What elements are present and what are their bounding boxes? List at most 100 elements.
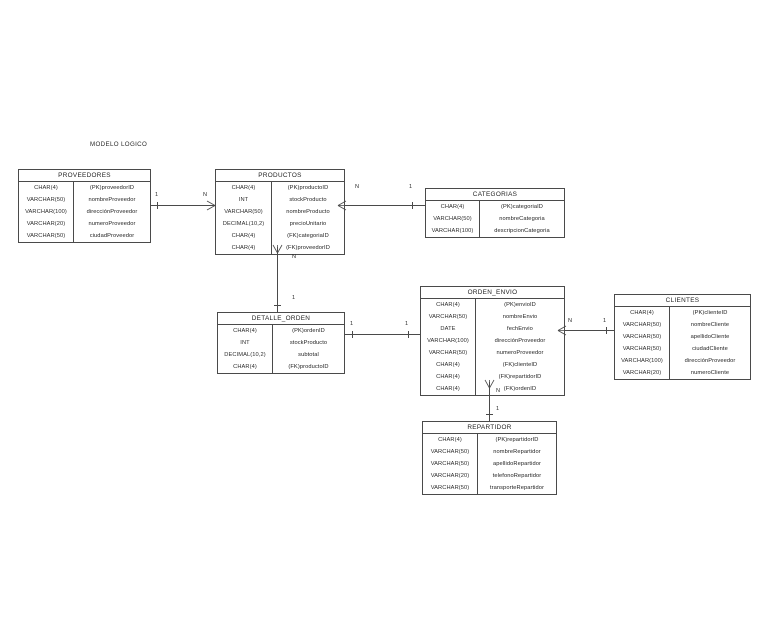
field-name: (PK)repartidorID <box>495 437 539 443</box>
field-name: (PK)envioID <box>504 302 536 308</box>
field-type: VARCHAR(50) <box>428 314 468 320</box>
field-name: apellidoRepartidor <box>493 461 541 467</box>
field-name: telefonoRepartidor <box>492 473 542 479</box>
column-types-clientes: CHAR(4) VARCHAR(50) VARCHAR(50) VARCHAR(… <box>615 307 670 379</box>
cardinality-label: N <box>292 254 297 260</box>
cardinality-label: 1 <box>409 184 413 190</box>
connector-detalle-orden-envio <box>345 334 420 335</box>
connector-productos-detalle-orden <box>277 247 278 312</box>
cardinality-label: 1 <box>603 318 607 324</box>
crowfoot-many-productos-det <box>272 244 283 254</box>
cardinality-tick-one <box>486 414 493 415</box>
entity-orden-envio[interactable]: ORDEN_ENVIO CHAR(4) VARCHAR(50) DATE VAR… <box>420 286 565 396</box>
field-name: (PK)productoID <box>287 185 329 191</box>
column-fields-orden-envio: (PK)envioID nombreEnvio fechEnvio direcc… <box>476 299 564 395</box>
entity-detalle-orden[interactable]: DETALLE_ORDEN CHAR(4) INT DECIMAL(10,2) … <box>217 312 345 374</box>
entity-body-repartidor: CHAR(4) VARCHAR(50) VARCHAR(50) VARCHAR(… <box>423 434 556 494</box>
field-name: nombreProducto <box>286 209 330 215</box>
cardinality-label: N <box>355 184 360 190</box>
entity-repartidor[interactable]: REPARTIDOR CHAR(4) VARCHAR(50) VARCHAR(5… <box>422 421 557 495</box>
connector-orden-envio-repartidor <box>489 382 490 421</box>
cardinality-tick-one <box>408 331 409 338</box>
field-name: (PK)proveedorID <box>89 185 135 191</box>
cardinality-tick-one <box>274 305 281 306</box>
cardinality-label: N <box>496 388 501 394</box>
field-type: CHAR(4) <box>630 310 654 316</box>
field-type: VARCHAR(50) <box>622 334 662 340</box>
entity-title-proveedores: PROVEEDORES <box>19 170 150 182</box>
field-name: (PK)clienteID <box>692 310 728 316</box>
field-type: VARCHAR(100) <box>621 358 663 364</box>
cardinality-label: 1 <box>292 295 296 301</box>
entity-body-orden-envio: CHAR(4) VARCHAR(50) DATE VARCHAR(100) VA… <box>421 299 564 395</box>
field-name: (FK)repartidorID <box>498 374 542 380</box>
field-name: nombreCliente <box>690 322 730 328</box>
crowfoot-many-orden-repartidor <box>484 379 495 389</box>
connector-proveedores-productos <box>151 205 215 206</box>
column-fields-proveedores: (PK)proveedorID nombreProveedor direcció… <box>74 182 150 242</box>
column-types-categorias: CHAR(4) VARCHAR(50) VARCHAR(100) <box>426 201 480 237</box>
entity-body-productos: CHAR(4) INT VARCHAR(50) DECIMAL(10,2) CH… <box>216 182 344 254</box>
field-type: DATE <box>440 326 456 332</box>
cardinality-label: 1 <box>155 192 159 198</box>
field-type: VARCHAR(50) <box>26 197 66 203</box>
entity-body-clientes: CHAR(4) VARCHAR(50) VARCHAR(50) VARCHAR(… <box>615 307 750 379</box>
entity-title-categorias: CATEGORIAS <box>426 189 564 201</box>
field-type: VARCHAR(50) <box>428 350 468 356</box>
field-name: nombreCategoria <box>499 216 545 222</box>
field-type: VARCHAR(50) <box>26 233 66 239</box>
field-name: direcciónProveedor <box>86 209 138 215</box>
field-name: (PK)categoriaID <box>501 204 543 210</box>
field-type: CHAR(4) <box>233 328 257 334</box>
field-name: direcciónProveedor <box>684 358 736 364</box>
field-name: numeroProveedor <box>496 350 544 356</box>
field-name: stockProducto <box>289 197 327 203</box>
field-name: (FK)ordenID <box>503 386 537 392</box>
field-type: VARCHAR(20) <box>430 473 470 479</box>
entity-productos[interactable]: PRODUCTOS CHAR(4) INT VARCHAR(50) DECIMA… <box>215 169 345 255</box>
field-name: subtotal <box>298 352 319 358</box>
cardinality-tick-one <box>157 202 158 209</box>
field-name: direcciónProveedor <box>494 338 546 344</box>
entity-title-orden-envio: ORDEN_ENVIO <box>421 287 564 299</box>
field-name: transporteRepartidor <box>489 485 545 491</box>
field-name: (FK)proveedorID <box>286 245 330 251</box>
field-type: VARCHAR(100) <box>431 228 474 234</box>
entity-proveedores[interactable]: PROVEEDORES CHAR(4) VARCHAR(50) VARCHAR(… <box>18 169 151 243</box>
field-type: CHAR(4) <box>436 302 460 308</box>
field-name: numeroCliente <box>690 370 730 376</box>
cardinality-tick-one <box>606 327 607 334</box>
cardinality-label: 1 <box>350 321 354 327</box>
field-name: (FK)productoID <box>288 364 329 370</box>
crowfoot-many-productos <box>206 200 216 211</box>
column-types-detalle-orden: CHAR(4) INT DECIMAL(10,2) CHAR(4) <box>218 325 273 373</box>
field-type: VARCHAR(50) <box>430 461 470 467</box>
field-name: nombreProveedor <box>88 197 136 203</box>
cardinality-label: 1 <box>405 321 409 327</box>
entity-title-detalle-orden: DETALLE_ORDEN <box>218 313 344 325</box>
field-name: descripcionCategoria <box>494 228 550 234</box>
field-type: VARCHAR(50) <box>622 322 662 328</box>
page-title: MODELO LOGICO <box>90 141 148 148</box>
cardinality-label: N <box>568 318 573 324</box>
entity-body-proveedores: CHAR(4) VARCHAR(50) VARCHAR(100) VARCHAR… <box>19 182 150 242</box>
field-type: VARCHAR(100) <box>427 338 469 344</box>
field-type: VARCHAR(20) <box>622 370 662 376</box>
connector-orden-envio-clientes <box>565 330 614 331</box>
field-type: CHAR(4) <box>436 362 460 368</box>
field-type: DECIMAL(10,2) <box>224 352 266 358</box>
entity-body-categorias: CHAR(4) VARCHAR(50) VARCHAR(100) (PK)cat… <box>426 201 564 237</box>
crowfoot-many-orden-clientes <box>557 325 567 336</box>
cardinality-label: N <box>203 192 208 198</box>
cardinality-label: 1 <box>496 406 500 412</box>
column-types-orden-envio: CHAR(4) VARCHAR(50) DATE VARCHAR(100) VA… <box>421 299 476 395</box>
crowfoot-many-productos-cat <box>337 200 347 211</box>
entity-clientes[interactable]: CLIENTES CHAR(4) VARCHAR(50) VARCHAR(50)… <box>614 294 751 380</box>
field-name: precioUnitario <box>289 221 327 227</box>
entity-categorias[interactable]: CATEGORIAS CHAR(4) VARCHAR(50) VARCHAR(1… <box>425 188 565 238</box>
field-type: CHAR(4) <box>34 185 58 191</box>
field-name: apellidoCliente <box>690 334 730 340</box>
field-type: CHAR(4) <box>440 204 465 210</box>
entity-title-productos: PRODUCTOS <box>216 170 344 182</box>
